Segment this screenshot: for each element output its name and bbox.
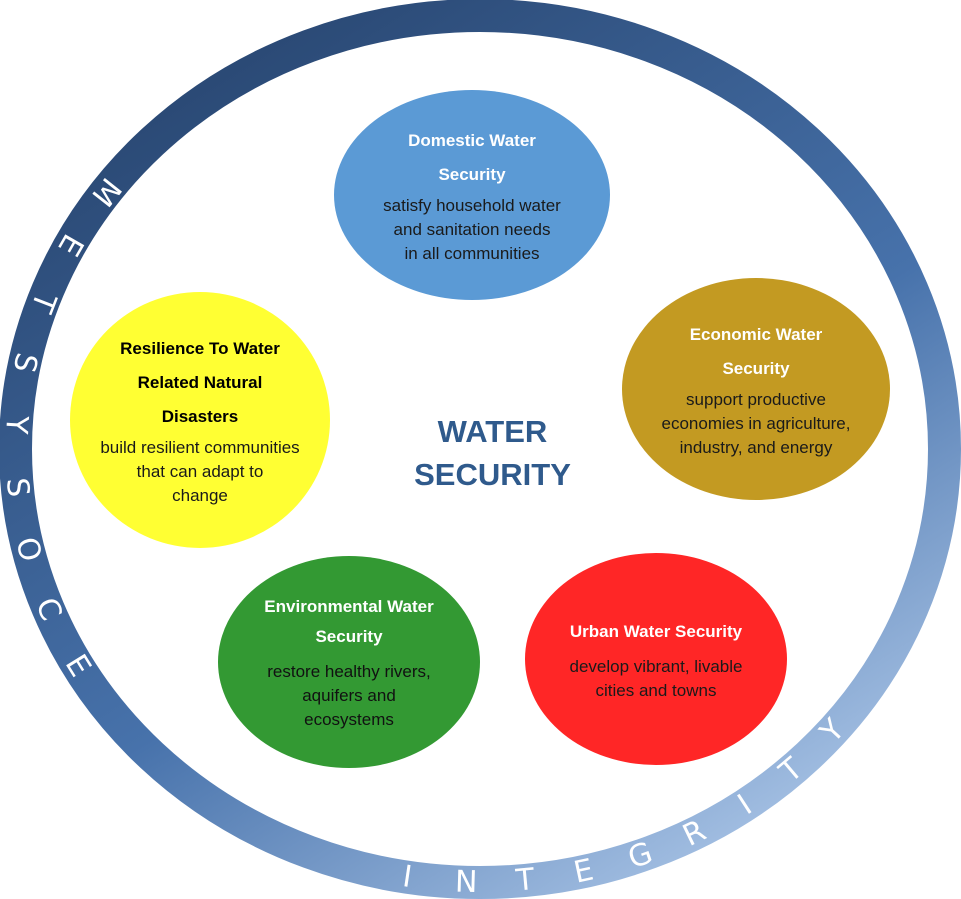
domestic-title: Domestic Water Security [408,124,536,192]
urban-title-line-1: Urban Water Security [569,622,743,641]
domestic-desc-line-3: in all communities [404,244,540,263]
urban-desc-line-1: develop vibrant, livable [569,657,743,676]
center-title: WATER SECURITY [400,410,585,496]
environmental-desc-line-2: aquifers and [302,686,396,705]
resilience-desc-line-3: change [172,486,228,505]
domestic-desc-line-2: and sanitation needs [393,220,551,239]
resilience-title-line-3: Disasters [161,407,239,426]
domestic-title-line-1: Domestic Water [408,131,536,150]
environmental-desc-line-3: ecosystems [304,710,394,729]
environmental-description: restore healthy rivers, aquifers and eco… [267,660,430,732]
environmental-desc-line-1: restore healthy rivers, [267,662,431,681]
resilience-title-line-1: Resilience To Water [120,339,280,358]
resilience-circle: Resilience To Water Related Natural Disa… [70,292,330,548]
economic-title: Economic Water Security [690,318,823,386]
urban-title: Urban Water Security [570,615,742,649]
ring-letter: Y [0,414,34,436]
economic-water-security-circle: Economic Water Security support producti… [622,278,890,500]
environmental-title-line-2: Security [315,627,383,646]
resilience-desc-line-2: that can adapt to [136,462,264,481]
urban-description: develop vibrant, livable cities and town… [570,655,743,703]
environmental-title: Environmental Water Security [264,592,433,652]
ring-letter: N [454,864,477,899]
domestic-desc-line-1: satisfy household water [383,196,561,215]
economic-title-line-1: Economic Water [689,325,823,344]
center-title-line-1: WATER [437,414,548,449]
economic-description: support productive economies in agricult… [662,388,851,460]
center-title-line-2: SECURITY [414,457,571,492]
domestic-description: satisfy household water and sanitation n… [383,194,561,266]
resilience-title-line-2: Related Natural [137,373,263,392]
domestic-title-line-2: Security [438,165,506,184]
domestic-water-security-circle: Domestic Water Security satisfy househol… [334,90,610,300]
resilience-description: build resilient communities that can ada… [100,436,299,508]
resilience-title: Resilience To Water Related Natural Disa… [120,332,280,434]
resilience-desc-line-1: build resilient communities [100,438,300,457]
environmental-title-line-1: Environmental Water [264,597,434,616]
economic-title-line-2: Security [722,359,790,378]
urban-desc-line-2: cities and towns [595,681,717,700]
environmental-water-security-circle: Environmental Water Security restore hea… [218,556,480,768]
ring-letter: T [514,862,537,899]
economic-desc-line-2: economies in agriculture, [661,414,851,433]
economic-desc-line-1: support productive [686,390,826,409]
urban-water-security-circle: Urban Water Security develop vibrant, li… [525,553,787,765]
ring-letter: S [0,476,36,498]
economic-desc-line-3: industry, and energy [679,438,833,457]
